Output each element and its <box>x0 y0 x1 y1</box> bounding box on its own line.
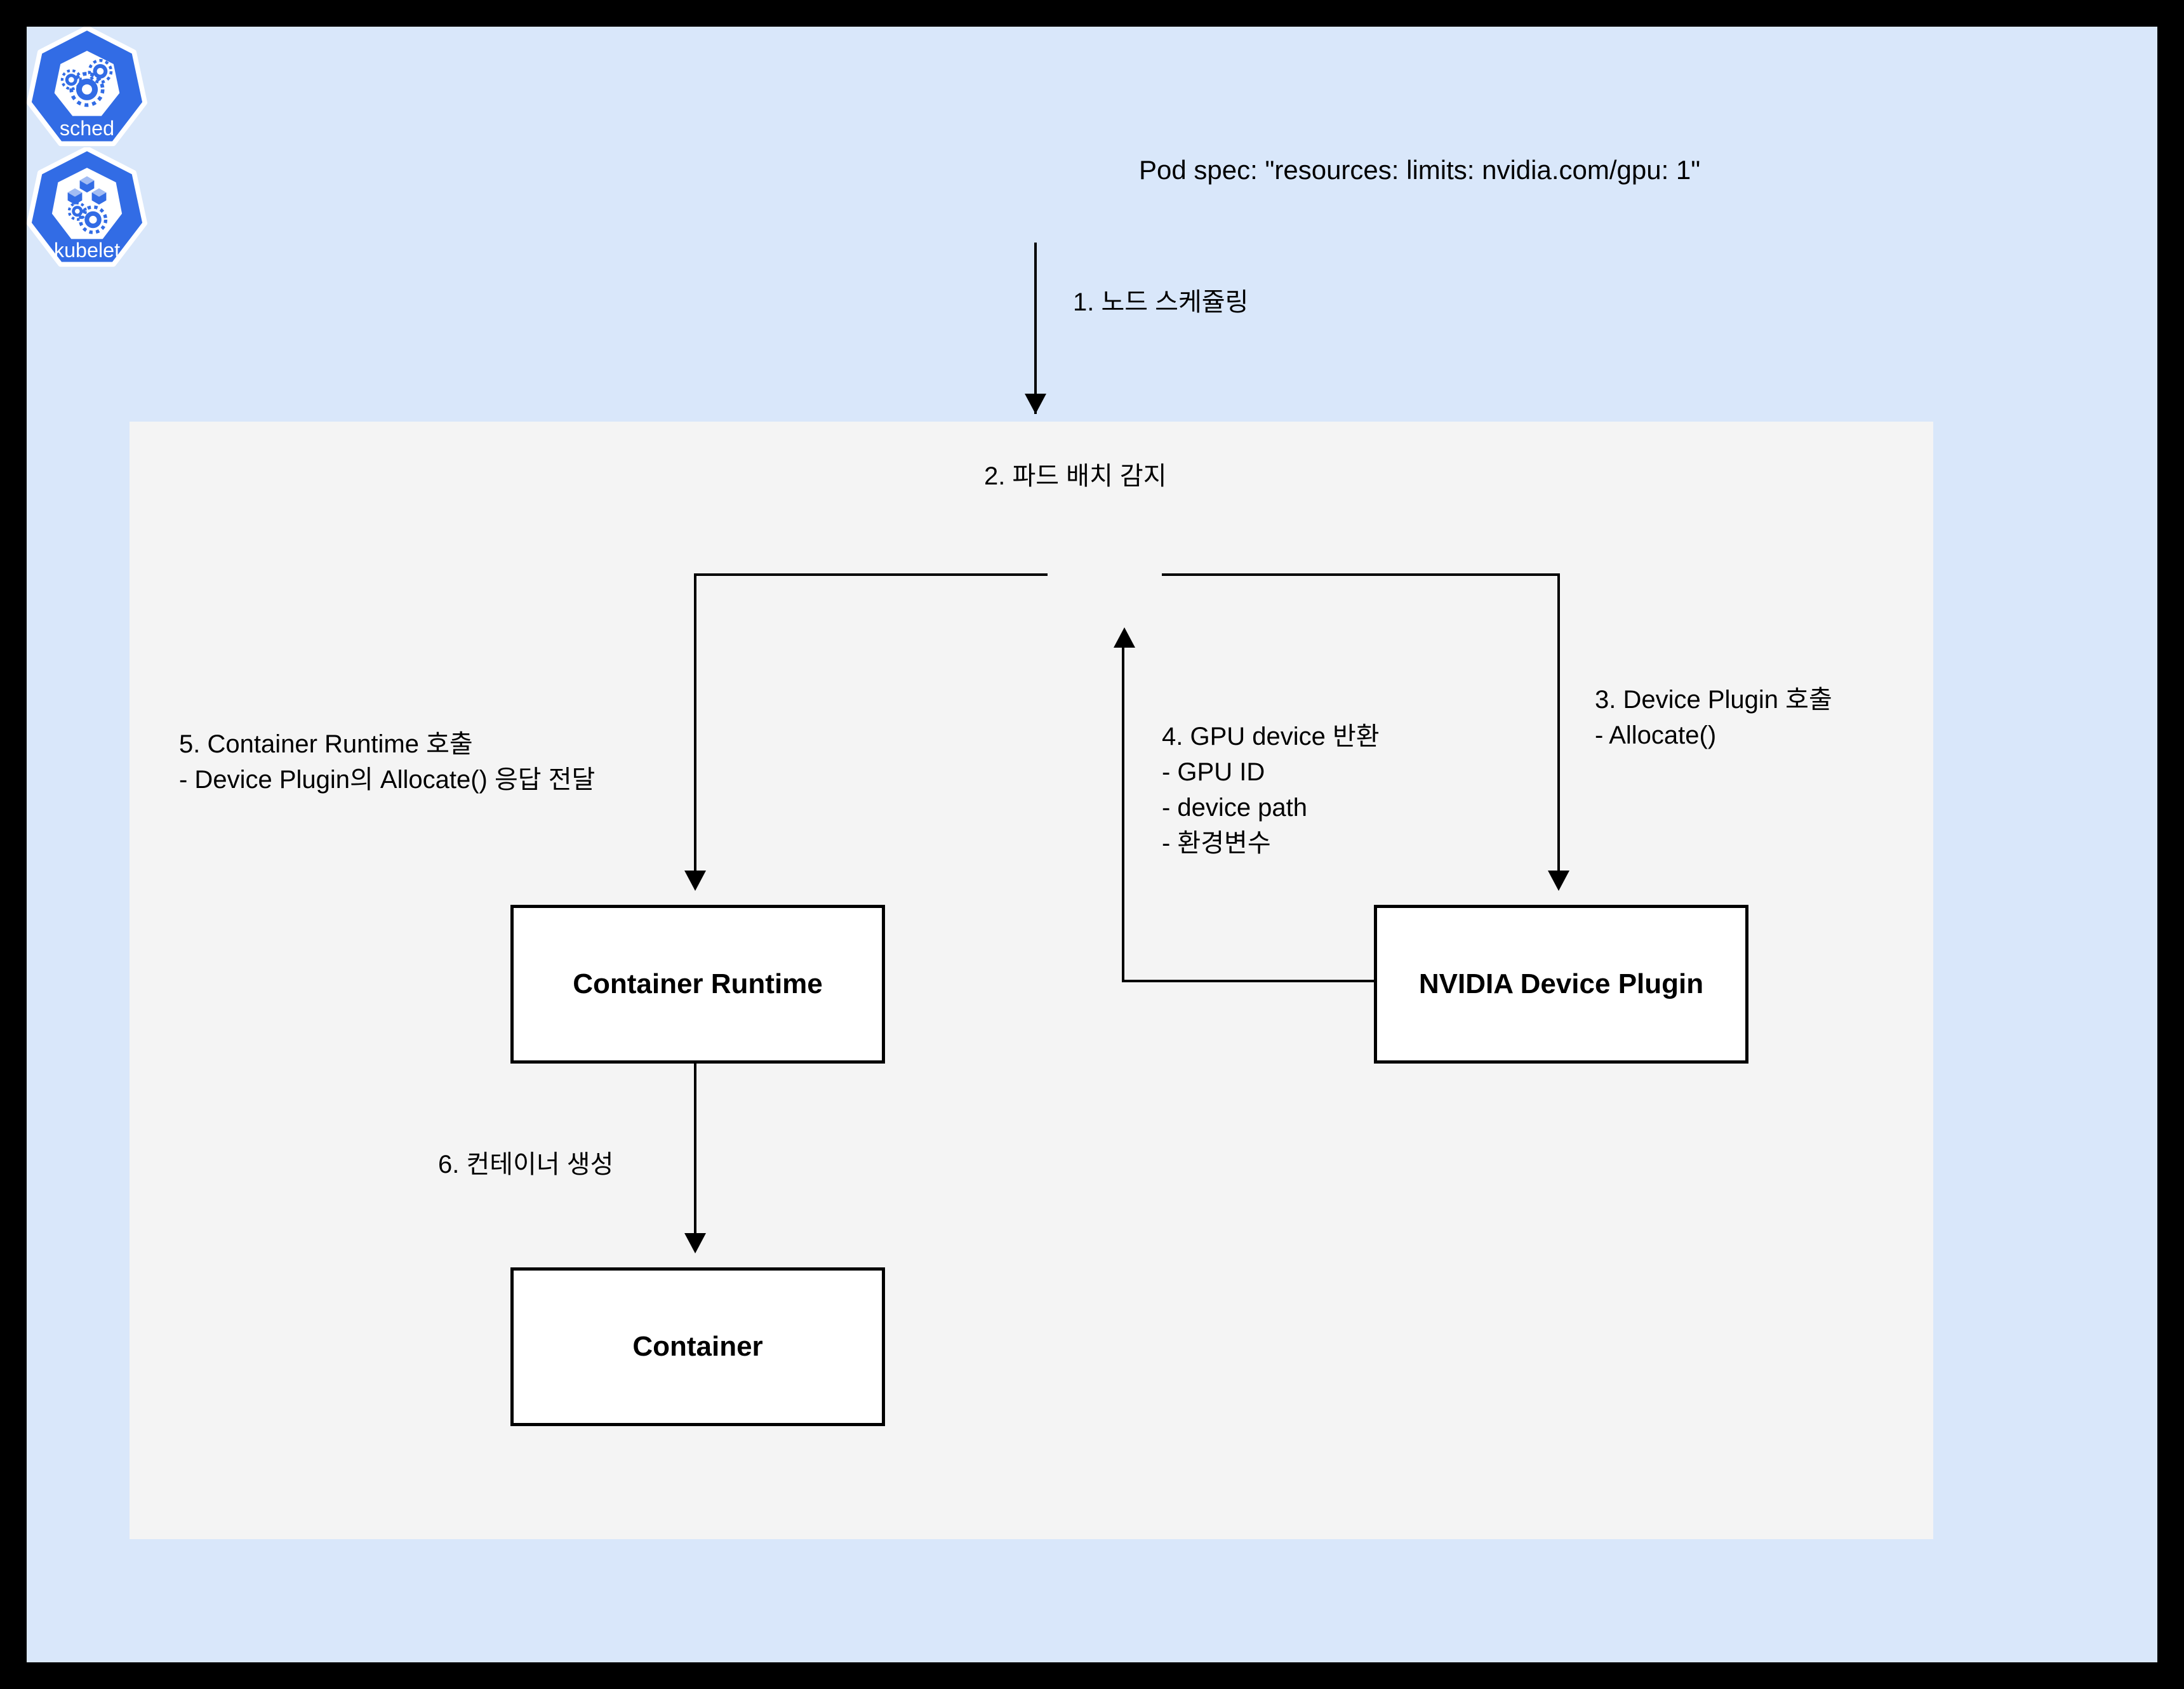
kubelet-icon-label: kubelet <box>54 239 120 262</box>
box-nvidia-device-plugin[interactable]: NVIDIA Device Plugin <box>1374 905 1748 1064</box>
edge-sched-to-kubelet-line <box>1034 243 1037 414</box>
step-6-label: 6. 컨테이너 생성 <box>438 1151 614 1178</box>
edge-kubelet-to-plugin-horizontal <box>1162 573 1560 576</box>
box-container[interactable]: Container <box>510 1267 885 1426</box>
edge-kubelet-to-runtime-vertical <box>694 573 696 872</box>
box-container-runtime-label: Container Runtime <box>573 968 823 999</box>
edge-plugin-to-kubelet-vertical <box>1122 648 1124 981</box>
edge-sched-to-kubelet-arrow <box>1025 394 1046 414</box>
step-4-label-line1: 4. GPU device 반환 <box>1162 723 1380 751</box>
edge-runtime-to-container-vertical <box>694 1064 696 1248</box>
step-2-label: 2. 파드 배치 감지 <box>984 462 1167 490</box>
edge-plugin-to-kubelet-horizontal <box>1122 980 1375 982</box>
edge-kubelet-to-plugin-arrow <box>1548 871 1569 891</box>
step-3-label-line1: 3. Device Plugin 호출 <box>1595 686 1832 714</box>
box-container-label: Container <box>632 1331 763 1362</box>
edge-kubelet-to-runtime-arrow <box>684 871 706 891</box>
kubernetes-kubelet-icon[interactable]: kubelet <box>27 146 147 268</box>
step-3-label-line2: - Allocate() <box>1595 721 1717 749</box>
step-5-label-line2: - Device Plugin의 Allocate() 응답 전달 <box>179 766 596 794</box>
step-4-label-line2: - GPU ID <box>1162 758 1265 786</box>
edge-kubelet-to-runtime-horizontal <box>695 573 1048 576</box>
step-4-label-line4: - 환경변수 <box>1162 829 1271 857</box>
step-1-label: 1. 노드 스케쥴링 <box>1073 288 1249 316</box>
pod-spec-annotation: Pod spec: "resources: limits: nvidia.com… <box>1139 155 1701 185</box>
kubernetes-scheduler-icon[interactable]: sched <box>27 25 147 147</box>
step-4-label-line3: - device path <box>1162 794 1308 822</box>
box-container-runtime[interactable]: Container Runtime <box>510 905 885 1064</box>
edge-runtime-to-container-arrow <box>684 1233 706 1253</box>
outer-canvas-area: sched Pod spec: "resources: limits: nvid… <box>27 25 2157 1662</box>
step-5-label-line1: 5. Container Runtime 호출 <box>179 730 473 758</box>
box-nvidia-device-plugin-label: NVIDIA Device Plugin <box>1418 968 1704 999</box>
edge-plugin-to-kubelet-arrow <box>1114 627 1135 648</box>
edge-kubelet-to-plugin-vertical <box>1557 573 1560 872</box>
scheduler-icon-label: sched <box>60 117 114 140</box>
